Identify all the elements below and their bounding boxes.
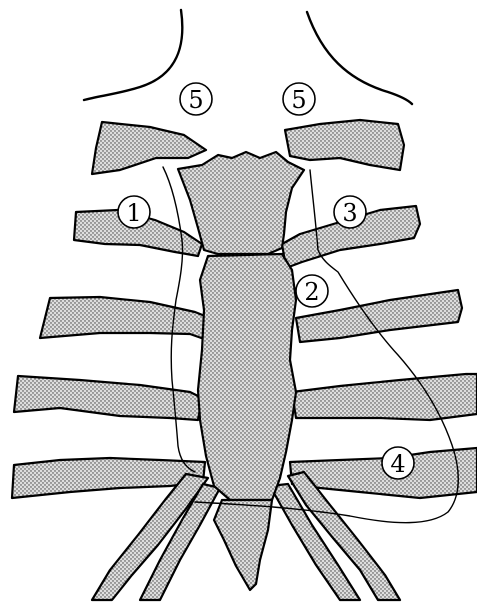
left-third-rib [40,297,210,340]
neck-outline-left [84,10,182,100]
marker-label: 5 [291,86,306,114]
marker-left-upper: 5 [180,83,212,115]
marker-label: 2 [304,278,319,306]
marker-right-lower: 4 [382,447,414,479]
marker-right-second: 3 [334,196,366,228]
marker-label: 3 [342,199,357,227]
neck-outline-right [307,12,412,104]
right-first-rib [285,120,404,170]
marker-label: 1 [126,199,141,227]
marker-label: 5 [188,86,203,114]
sternal-body [198,254,296,500]
marker-label: 4 [390,450,405,478]
marker-right-sternal: 2 [296,275,328,307]
marker-left-second: 1 [118,196,150,228]
xiphoid-process [214,500,272,590]
manubrium [178,152,304,254]
right-fourth-rib [292,374,477,420]
marker-right-upper: 5 [283,83,315,115]
